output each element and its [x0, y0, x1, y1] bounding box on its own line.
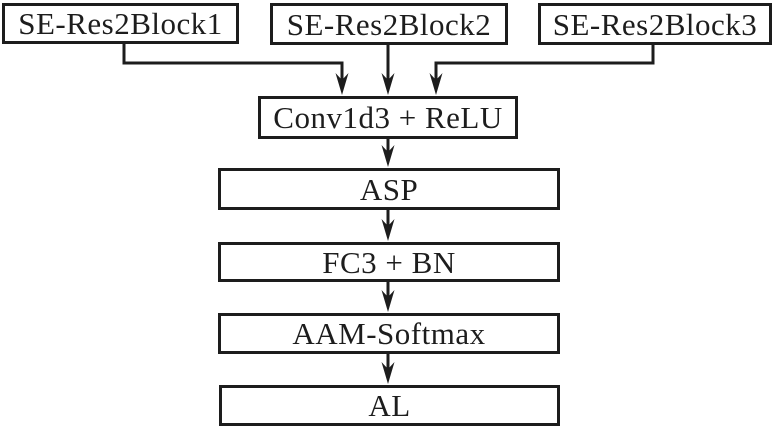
node-al: AL — [219, 385, 560, 426]
node-se-res2block2-label: SE-Res2Block2 — [286, 6, 492, 42]
node-se-res2block2: SE-Res2Block2 — [270, 3, 508, 45]
node-asp: ASP — [218, 168, 560, 210]
node-conv1d3-relu-label: Conv1d3 + ReLU — [273, 100, 503, 135]
arrowhead-fc-aam — [381, 290, 395, 312]
node-se-res2block1-label: SE-Res2Block1 — [18, 6, 223, 41]
node-aam-softmax-label: AAM-Softmax — [292, 316, 486, 351]
node-aam-softmax: AAM-Softmax — [218, 313, 560, 354]
node-fc3-bn: FC3 + BN — [218, 242, 560, 282]
node-se-res2block3-label: SE-Res2Block3 — [552, 6, 758, 42]
arrowhead-block1-conv — [335, 73, 349, 95]
edge-block3-conv — [434, 45, 655, 82]
node-al-label: AL — [368, 388, 411, 423]
node-fc3-bn-label: FC3 + BN — [322, 244, 456, 280]
arrowhead-block2-conv — [381, 73, 395, 95]
arrowhead-conv-asp — [381, 145, 395, 167]
arrowhead-asp-fc — [381, 219, 395, 241]
arrowhead-aam-al — [381, 362, 395, 384]
node-conv1d3-relu: Conv1d3 + ReLU — [258, 96, 518, 139]
arrowhead-block3-conv — [429, 73, 443, 95]
node-se-res2block1: SE-Res2Block1 — [2, 3, 239, 44]
node-se-res2block3: SE-Res2Block3 — [538, 3, 772, 45]
edge-block1-conv — [122, 43, 344, 82]
node-asp-label: ASP — [359, 171, 419, 207]
